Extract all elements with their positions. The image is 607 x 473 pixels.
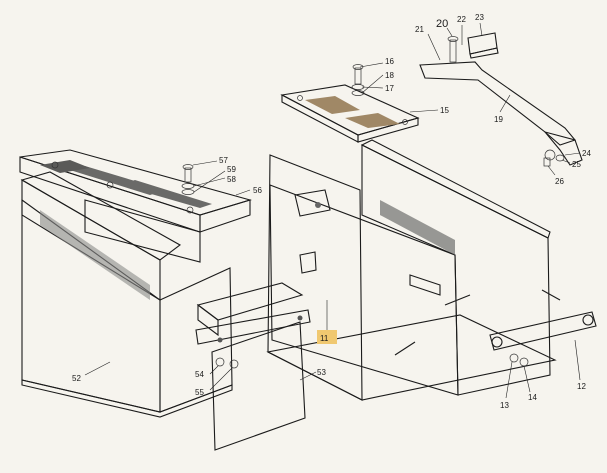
callout-55: 55 bbox=[195, 388, 204, 397]
leader-lines bbox=[84, 22, 581, 399]
callout-17: 17 bbox=[385, 84, 394, 93]
end-panel-53 bbox=[195, 282, 311, 451]
callout-19: 19 bbox=[494, 115, 503, 124]
callout-15: 15 bbox=[440, 106, 449, 115]
callout-11-highlight bbox=[317, 330, 337, 344]
callout-11: 11 bbox=[320, 334, 329, 343]
callout-14: 14 bbox=[528, 393, 537, 402]
clamp-bracket-19 bbox=[419, 32, 583, 167]
callout-18: 18 bbox=[385, 71, 394, 80]
right-bolt-16 bbox=[351, 64, 365, 96]
left-battery-box bbox=[20, 171, 233, 418]
callout-52: 52 bbox=[72, 374, 81, 383]
callout-26: 26 bbox=[555, 177, 564, 186]
callout-16: 16 bbox=[385, 57, 394, 66]
callout-13: 13 bbox=[500, 401, 509, 410]
left-bolt-57 bbox=[181, 164, 195, 195]
left-lid-plate bbox=[19, 149, 252, 263]
callout-21: 21 bbox=[415, 25, 424, 34]
callout-20: 20 bbox=[436, 18, 448, 30]
callout-57: 57 bbox=[219, 156, 228, 165]
callout-58: 58 bbox=[227, 175, 236, 184]
callout-56: 56 bbox=[253, 186, 262, 195]
callout-25: 25 bbox=[572, 160, 581, 169]
callout-labels: 11 12 13 14 15 16 17 18 19 20 21 22 23 2… bbox=[72, 13, 591, 410]
right-battery-box bbox=[266, 139, 561, 401]
clamp-strap-12 bbox=[489, 311, 597, 367]
callout-24: 24 bbox=[582, 149, 591, 158]
callout-53: 53 bbox=[317, 368, 326, 377]
callout-23: 23 bbox=[475, 13, 484, 22]
callout-54: 54 bbox=[195, 370, 204, 379]
callout-22: 22 bbox=[457, 15, 466, 24]
callout-12: 12 bbox=[577, 382, 586, 391]
right-lid-plate-15 bbox=[280, 84, 420, 143]
callout-59: 59 bbox=[227, 165, 236, 174]
